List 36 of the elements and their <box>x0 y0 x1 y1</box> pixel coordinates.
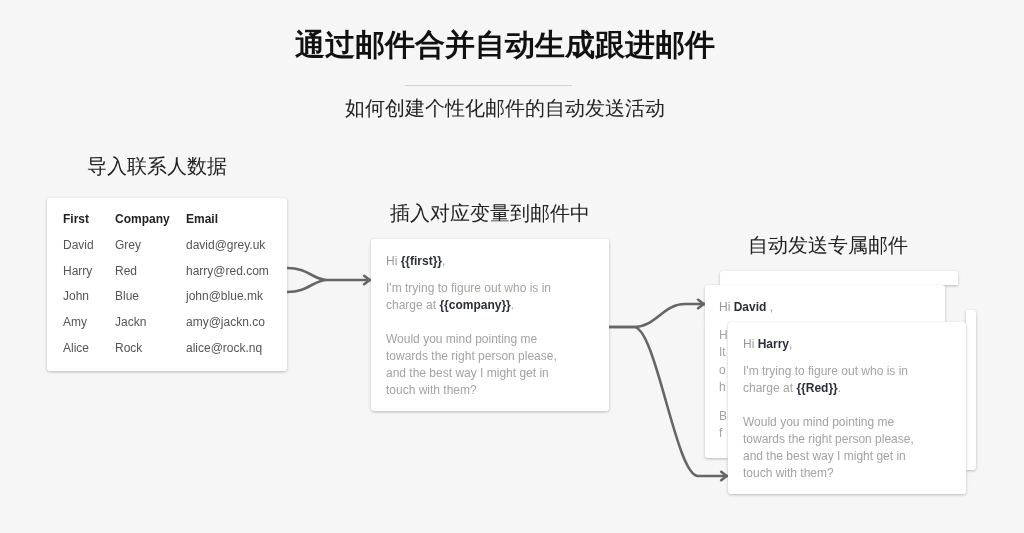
table-cell: David <box>63 236 94 253</box>
table-cell: Alice <box>63 340 89 356</box>
merge-arrow <box>285 266 373 294</box>
partly-hidden-text: H It o h <box>719 326 728 396</box>
section-heading: 导入联系人数据 <box>87 154 227 178</box>
email-card <box>728 322 966 494</box>
partly-hidden-text: B f <box>719 407 727 442</box>
greeting-text: Hi {{first}}, <box>386 252 446 270</box>
column-header: Company <box>115 211 170 227</box>
table-cell: Amy <box>63 314 87 331</box>
title: 通过邮件合并自动生成跟进邮件 <box>295 27 715 63</box>
table-cell: amy@jackn.co <box>186 314 265 331</box>
column-header: First <box>63 211 89 227</box>
email-body-text: I'm trying to figure out who is in charge at {{Red}}. <box>743 362 910 397</box>
greeting-text: Hi Harry, <box>743 335 793 353</box>
table-cell: john@blue.mk <box>186 288 263 305</box>
table-cell: Harry <box>63 262 93 279</box>
email-body-text: I'm trying to figure out who is in charge at {{company}}. <box>386 279 553 314</box>
section-heading: 自动发送专属邮件 <box>748 233 908 257</box>
email-body-text: Would you mind pointing me towards the right person please, and the best way I might get in touch with them? <box>386 330 558 399</box>
table-cell: harry@red.com <box>186 262 269 279</box>
branch-arrow <box>609 325 728 482</box>
table-cell: Blue <box>115 288 140 305</box>
table-cell: david@grey.uk <box>186 236 266 253</box>
column-header: Email <box>186 211 218 227</box>
table-cell: Red <box>115 262 137 279</box>
email-body-text: Would you mind pointing me towards the right person please, and the best way I might get in touch with them? <box>743 413 915 482</box>
section-heading: 插入对应变量到邮件中 <box>390 201 590 225</box>
subtitle: 如何创建个性化邮件的自动发送活动 <box>345 96 665 120</box>
table-cell: Rock <box>115 340 143 356</box>
table-cell: Grey <box>115 236 141 253</box>
table-cell: John <box>63 288 90 305</box>
greeting-text: Hi David , <box>719 298 774 316</box>
table-cell: alice@rock.nq <box>186 340 263 356</box>
table-cell: Jackn <box>115 314 147 331</box>
email-card <box>966 310 976 470</box>
